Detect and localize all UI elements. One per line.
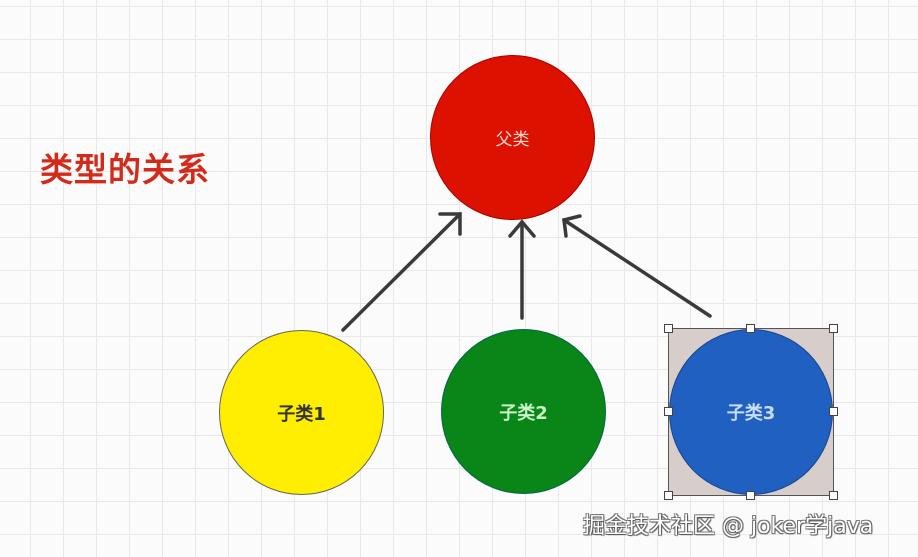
resize-handle-w[interactable] <box>664 407 673 416</box>
child2-node[interactable]: 子类2 <box>441 329 606 494</box>
child1-label: 子类1 <box>277 403 326 425</box>
watermark: 掘金技术社区 @ joker学java <box>583 514 874 539</box>
resize-handle-n[interactable] <box>746 324 755 333</box>
resize-handle-ne[interactable] <box>829 324 838 333</box>
resize-handle-e[interactable] <box>829 407 838 416</box>
resize-handle-sw[interactable] <box>664 491 673 500</box>
resize-handle-s[interactable] <box>746 491 755 500</box>
child2-label: 子类2 <box>499 402 548 424</box>
child1-node[interactable]: 子类1 <box>219 330 384 495</box>
parent-class-node[interactable]: 父类 <box>430 55 595 220</box>
resize-handle-se[interactable] <box>829 491 838 500</box>
child3-node[interactable]: 子类3 <box>669 329 833 495</box>
child3-label: 子类3 <box>726 403 776 424</box>
diagram-title: 类型的关系 <box>40 150 210 189</box>
resize-handle-nw[interactable] <box>664 324 673 333</box>
parent-class-label: 父类 <box>495 130 530 150</box>
